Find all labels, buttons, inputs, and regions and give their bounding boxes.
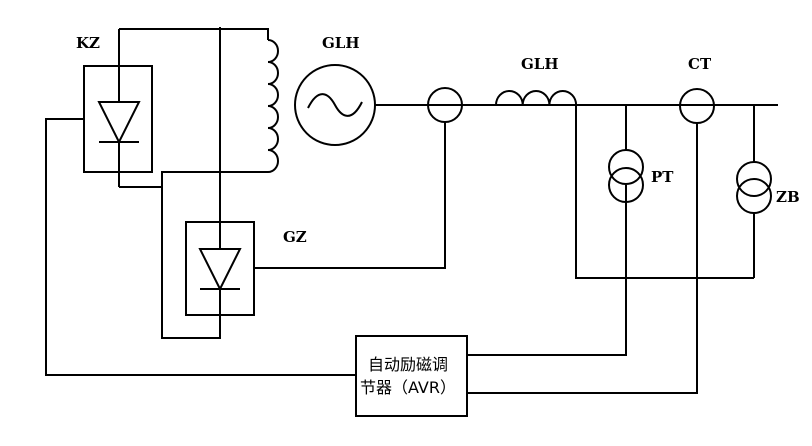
wire-top: [119, 28, 269, 40]
wire-ct-avr: [467, 122, 698, 394]
ct-icon: [679, 88, 715, 124]
gz-label: GZ: [283, 228, 307, 246]
field-coil-icon: [267, 39, 279, 173]
wire-gz-cathode: [161, 171, 268, 339]
excitation-ct-icon: [427, 87, 463, 123]
pt-transformer-icon: [608, 149, 644, 203]
kz-diode-icon: [97, 29, 141, 187]
gz-rectifier: [185, 221, 255, 316]
zb-transformer-icon: [736, 161, 772, 214]
avr-block: 自动励磁调 节器（AVR）: [355, 335, 468, 417]
avr-box: [355, 335, 468, 417]
gz-diode-icon: [198, 248, 242, 292]
wire-pt-avr: [467, 185, 627, 356]
generator-icon: [294, 64, 376, 146]
gz-box: [185, 221, 255, 316]
avr-label-line1: 自动励磁调: [368, 355, 448, 374]
wire-avr-kz: [45, 118, 356, 376]
avr-label-line2: 节器（AVR）: [360, 378, 456, 397]
wires: [45, 27, 778, 394]
pt-label: PT: [651, 168, 674, 186]
reactor-icon: [495, 90, 578, 106]
reactor-label: GLH: [521, 55, 559, 73]
zb-label: ZB: [776, 188, 800, 206]
kz-label: KZ: [76, 34, 100, 52]
wire-ct-gz: [254, 122, 446, 269]
generator-label: GLH: [322, 34, 360, 52]
ct-label: CT: [688, 55, 712, 73]
wire-bottom-rail: [575, 105, 754, 279]
kz-rectifier: [83, 29, 153, 187]
